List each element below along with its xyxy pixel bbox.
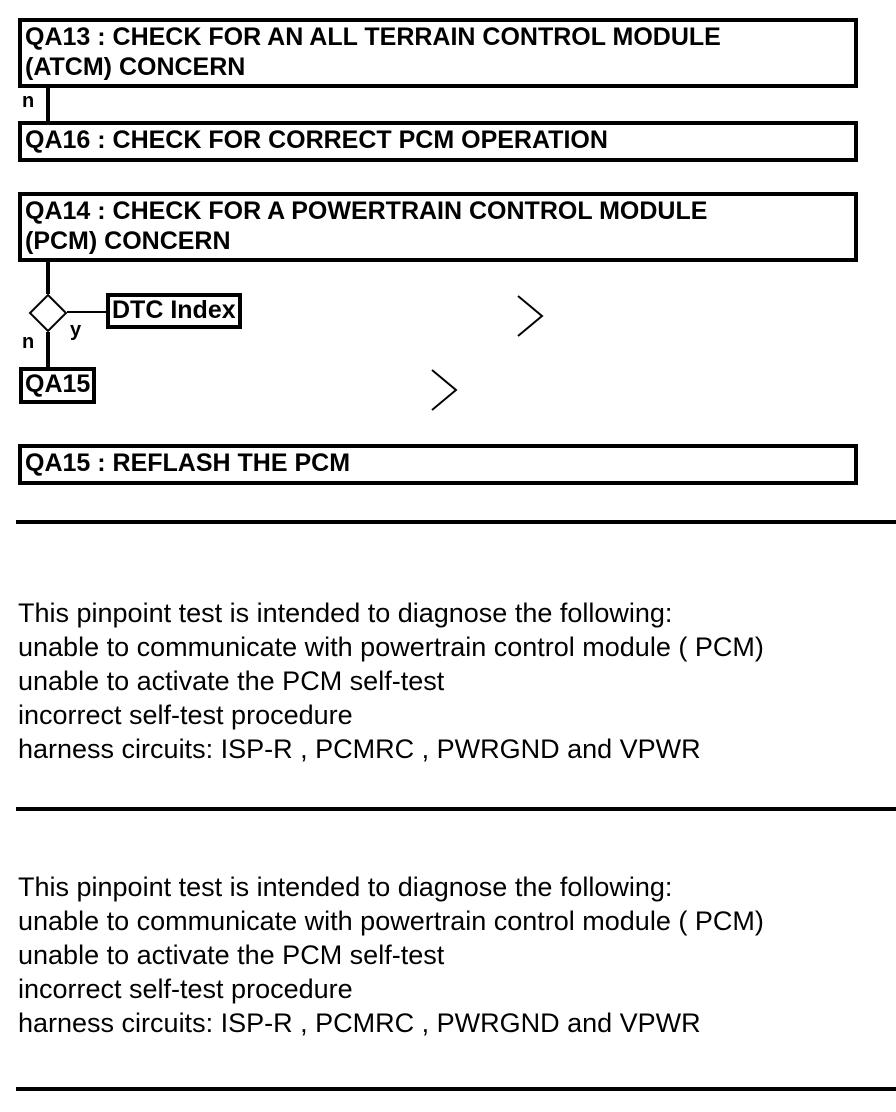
- description-line: unable to activate the PCM self-test: [18, 666, 445, 696]
- step-qa13-title-line1: QA13 : CHECK FOR AN ALL TERRAIN CONTROL …: [25, 23, 721, 51]
- step-qa15-box: QA15 : REFLASH THE PCM: [18, 444, 858, 485]
- description-block: This pinpoint test is intended to diagno…: [18, 596, 764, 766]
- decision-diamond: [28, 293, 68, 333]
- description-line: incorrect self-test procedure: [18, 700, 353, 730]
- description-block: This pinpoint test is intended to diagno…: [18, 870, 764, 1040]
- description-line: unable to communicate with powertrain co…: [18, 906, 764, 936]
- description-line: unable to activate the PCM self-test: [18, 940, 445, 970]
- step-qa16-box: QA16 : CHECK FOR CORRECT PCM OPERATION: [18, 121, 858, 162]
- description-line: unable to communicate with powertrain co…: [18, 632, 764, 662]
- connector-qa14-decision: [46, 260, 50, 294]
- step-qa14-box: QA14 : CHECK FOR A POWERTRAIN CONTROL MO…: [18, 192, 858, 262]
- description-line: incorrect self-test procedure: [18, 974, 353, 1004]
- step-qa13-title-line2: (ATCM) CONCERN: [25, 53, 246, 81]
- chevron-right-icon[interactable]: [430, 368, 460, 412]
- qa14-yes-label: y: [70, 319, 82, 341]
- section-divider: [16, 520, 896, 524]
- description-line: harness circuits: ISP-R , PCMRC , PWRGND…: [18, 734, 701, 764]
- connector-decision-yes: [67, 311, 107, 313]
- qa14-no-label: n: [22, 331, 35, 353]
- step-qa14-title-line1: QA14 : CHECK FOR A POWERTRAIN CONTROL MO…: [25, 197, 708, 225]
- description-line: This pinpoint test is intended to diagno…: [18, 872, 673, 902]
- connector-decision-no: [46, 332, 50, 370]
- step-qa13-box: QA13 : CHECK FOR AN ALL TERRAIN CONTROL …: [18, 18, 858, 88]
- qa13-no-label: n: [22, 90, 35, 112]
- description-line: harness circuits: ISP-R , PCMRC , PWRGND…: [18, 1008, 701, 1038]
- section-divider: [16, 807, 896, 811]
- chevron-right-icon[interactable]: [516, 294, 546, 338]
- section-divider: [16, 1087, 896, 1091]
- step-qa14-title-line2: (PCM) CONCERN: [25, 227, 231, 255]
- dtc-index-link[interactable]: DTC Index: [106, 293, 242, 329]
- step-qa16-title: QA16 : CHECK FOR CORRECT PCM OPERATION: [25, 126, 608, 154]
- step-qa15-title: QA15 : REFLASH THE PCM: [25, 449, 351, 477]
- connector-qa13-qa16: [46, 86, 50, 124]
- qa15-link[interactable]: QA15: [19, 367, 97, 404]
- description-line: This pinpoint test is intended to diagno…: [18, 598, 673, 628]
